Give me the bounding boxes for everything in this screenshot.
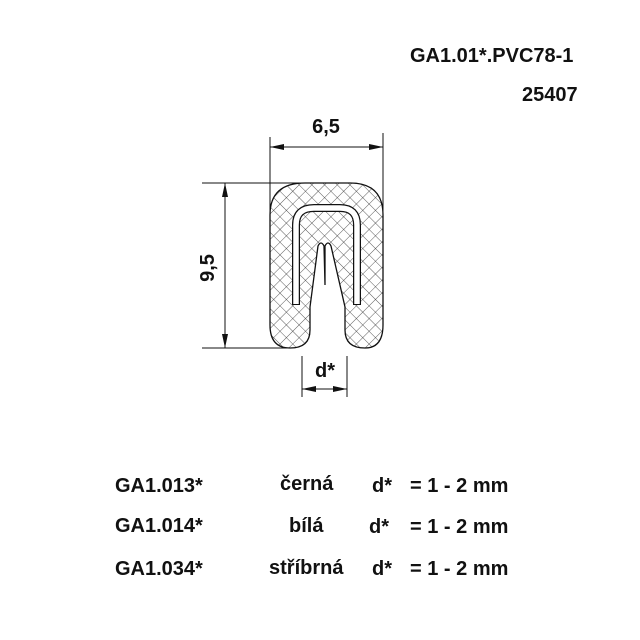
variant-param: d* <box>372 475 392 497</box>
gap-label: d* <box>315 360 335 382</box>
width-dimension: 6,5 <box>269 116 384 240</box>
variant-range: = 1 - 2 mm <box>410 516 509 538</box>
variant-color: stříbrná <box>269 557 344 579</box>
width-label: 6,5 <box>312 116 340 138</box>
variant-range: = 1 - 2 mm <box>410 558 509 580</box>
variant-code: GA1.014* <box>115 515 203 537</box>
variant-param: d* <box>369 516 389 538</box>
height-dimension: 9,5 <box>197 182 300 349</box>
part-number: GA1.01*.PVC78-1 <box>410 45 574 67</box>
variant-code: GA1.013* <box>115 475 203 497</box>
variant-color: bílá <box>289 515 324 537</box>
variant-code: GA1.034* <box>115 558 203 580</box>
gap-dimension: d* <box>301 356 348 397</box>
catalog-code: 25407 <box>522 84 578 106</box>
variant-range: = 1 - 2 mm <box>410 475 509 497</box>
variant-param: d* <box>372 558 392 580</box>
height-label: 9,5 <box>197 254 219 282</box>
variant-color: černá <box>280 473 334 495</box>
